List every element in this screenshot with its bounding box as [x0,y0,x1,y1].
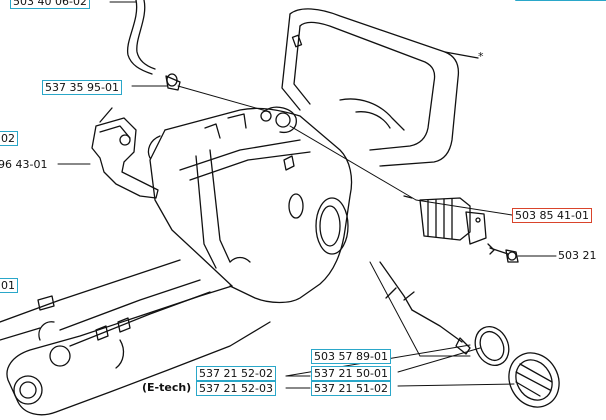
part-label-pickup[interactable]: 503 57 89-01 [311,349,391,364]
fitting-part [165,73,181,91]
spring-part [403,195,487,245]
bracket-part [91,107,159,199]
etech-note: (E-tech) [142,381,192,394]
part-label-edge-02[interactable]: 02 [0,131,18,146]
part-label-left-b[interactable]: 537 21 52-03 [196,381,276,396]
leader-lines [57,1,557,389]
sealing-ring [474,326,510,366]
fuel-hose [126,0,156,75]
tank-body [0,106,353,416]
screw-part [487,243,519,263]
asterisk-note: * [478,50,484,63]
top-handle [281,8,479,167]
fuel-pickup-part [379,261,471,355]
part-label-ring[interactable]: 537 21 50-01 [311,366,391,381]
part-label-edge-01[interactable]: 01 [0,278,18,293]
part-label-spring[interactable]: 503 85 41-01 [512,208,592,223]
part-label-fitting[interactable]: 537 35 95-01 [42,80,122,95]
part-label-left-a[interactable]: 537 21 52-02 [196,366,276,381]
part-label-screw[interactable]: 503 21 [558,249,597,262]
part-label-bracket[interactable]: 96 43-01 [0,158,48,171]
fuel-cap [508,352,560,408]
part-label-tube-top[interactable]: 503 40 06-02 [10,0,90,9]
part-label-cap[interactable]: 537 21 51-02 [311,381,391,396]
